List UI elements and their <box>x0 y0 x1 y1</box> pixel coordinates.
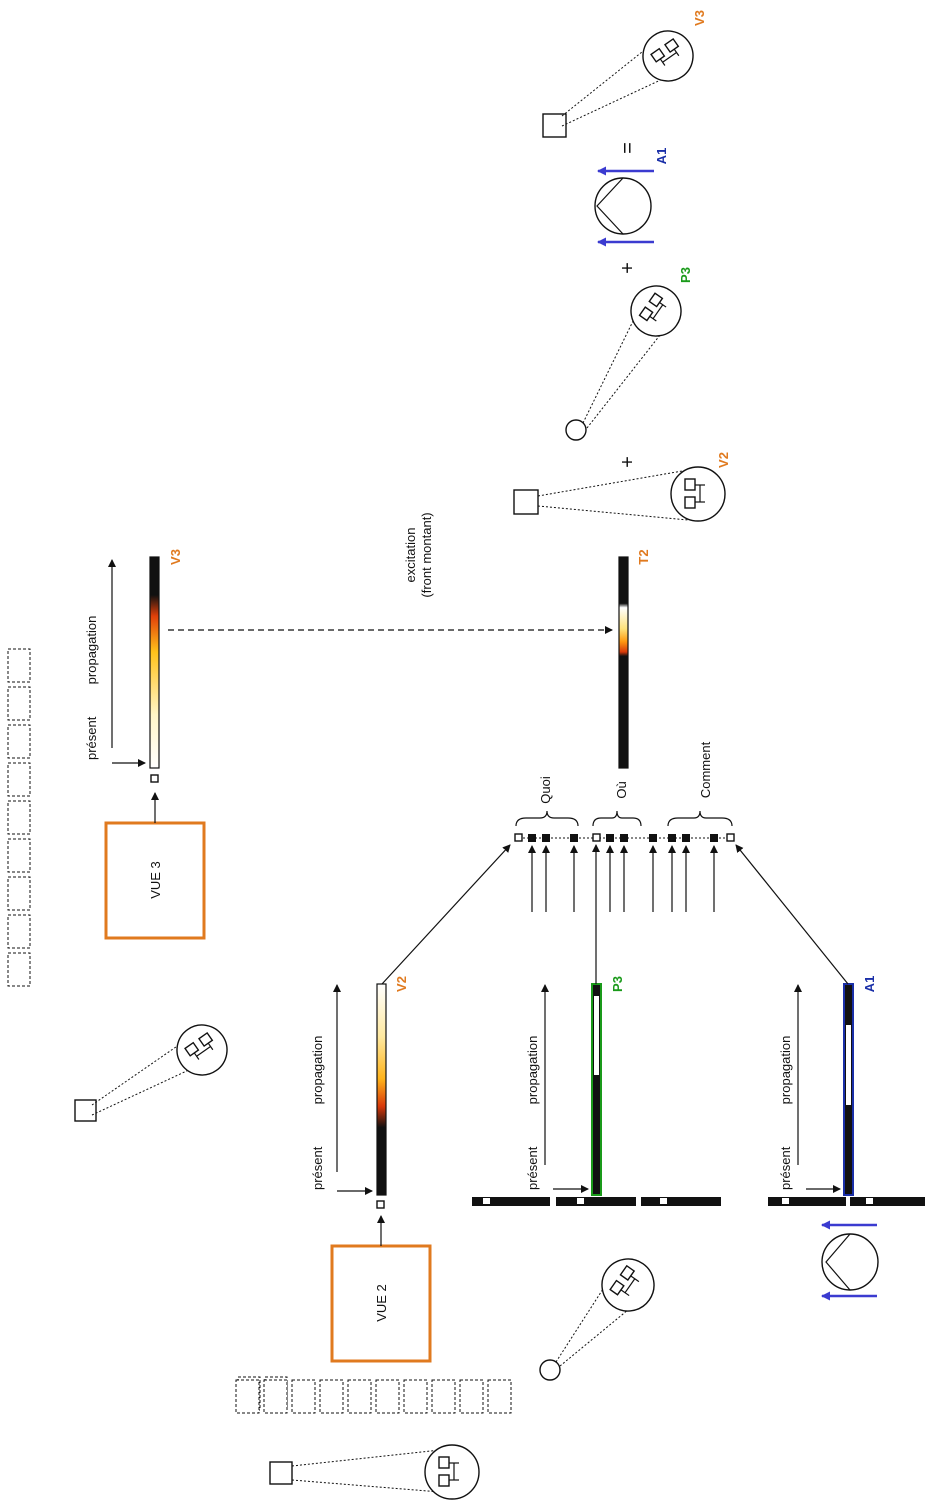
eq-v2-tag: V2 <box>716 452 731 468</box>
t2-tag: T2 <box>636 549 651 564</box>
eq-a1-tag: A1 <box>654 148 669 165</box>
camera-vue3 <box>74 1024 228 1122</box>
equation: V2 + P3 + A1 = <box>513 10 731 522</box>
eq-plus-2: + <box>617 262 639 274</box>
square-icon <box>269 1461 293 1485</box>
a1-to-comment-arrow <box>735 844 849 985</box>
brace-comment <box>667 810 733 827</box>
excitation-line2: (front montant) <box>419 512 434 597</box>
robot-face-icon <box>642 30 694 82</box>
vue2-label: VUE 2 <box>374 1284 389 1322</box>
vue2-port <box>376 1200 385 1209</box>
feature-port-quoi <box>514 833 523 842</box>
a1-bar-active <box>846 1025 851 1105</box>
dashed-buffer-top <box>7 648 31 987</box>
vue3-port <box>150 774 159 783</box>
brace-quoi <box>515 810 579 827</box>
flow-circle-icon <box>594 177 652 235</box>
eq-v3-tag: V3 <box>692 10 707 26</box>
eq-equals: = <box>617 142 639 154</box>
present-label-p3: présent <box>525 1146 540 1190</box>
p3-tag: P3 <box>610 976 625 992</box>
group-quoi: Quoi <box>538 776 553 804</box>
brace-ou <box>592 810 642 827</box>
circle-icon <box>539 1359 561 1381</box>
square-icon <box>74 1099 97 1122</box>
feature-column: Quoi Où Comment <box>514 741 735 912</box>
flow-circle-a1-bottom <box>821 1220 879 1301</box>
blue-arrow-icon <box>821 1220 877 1301</box>
v2-bar <box>376 983 387 1196</box>
feature-port-ou <box>592 833 601 842</box>
t2-track: T2 <box>618 549 651 769</box>
robot-face-icon <box>601 1258 655 1312</box>
robot-face-icon <box>424 1444 480 1500</box>
propagation-label-v3: propagation <box>84 616 99 685</box>
present-label-v2: présent <box>310 1146 325 1190</box>
v3-tag: V3 <box>168 549 183 565</box>
feature-port-comment <box>726 833 735 842</box>
circle-icon <box>565 419 587 441</box>
vue3-box[interactable]: VUE 3 <box>104 821 206 940</box>
eq-plus-1: + <box>617 456 639 468</box>
v2-tag: V2 <box>394 976 409 992</box>
group-ou: Où <box>614 781 629 798</box>
a1-timeline: présent propagation A1 <box>778 976 877 1196</box>
camera-vue2 <box>269 1444 480 1500</box>
t2-bar <box>618 556 629 769</box>
vue2-box[interactable]: VUE 2 <box>330 1244 432 1363</box>
v3-timeline: présent propagation V3 <box>84 549 183 769</box>
p3-timeline: présent propagation P3 <box>525 976 625 1196</box>
blue-arrow-icon <box>597 166 654 247</box>
square-icon <box>513 489 539 515</box>
dashed-buffer-row <box>235 1379 512 1414</box>
a1-tag: A1 <box>862 976 877 993</box>
propagation-label-a1: propagation <box>778 1036 793 1105</box>
robot-face-icon <box>630 285 682 337</box>
excitation-line1: excitation <box>403 528 418 583</box>
present-label-a1: présent <box>778 1146 793 1190</box>
eq-p3-tag: P3 <box>678 267 693 283</box>
v2-to-quoi-arrow <box>381 844 511 985</box>
propagation-label-v2: propagation <box>310 1036 325 1105</box>
v2-timeline: présent propagation V2 <box>310 976 409 1196</box>
p3-bar-active <box>594 996 599 1075</box>
square-icon <box>542 113 567 138</box>
group-comment: Comment <box>698 741 713 798</box>
robot-face-icon <box>176 1024 228 1076</box>
present-label-v3: présent <box>84 716 99 760</box>
robot-face-icon <box>670 466 726 522</box>
camera-p3 <box>539 1258 655 1381</box>
vue3-label: VUE 3 <box>148 861 163 899</box>
v3-bar <box>149 556 160 769</box>
flow-circle-icon <box>821 1233 879 1291</box>
propagation-label-p3: propagation <box>525 1036 540 1105</box>
p3-ruler <box>472 1197 721 1206</box>
a1-ruler <box>768 1197 925 1206</box>
